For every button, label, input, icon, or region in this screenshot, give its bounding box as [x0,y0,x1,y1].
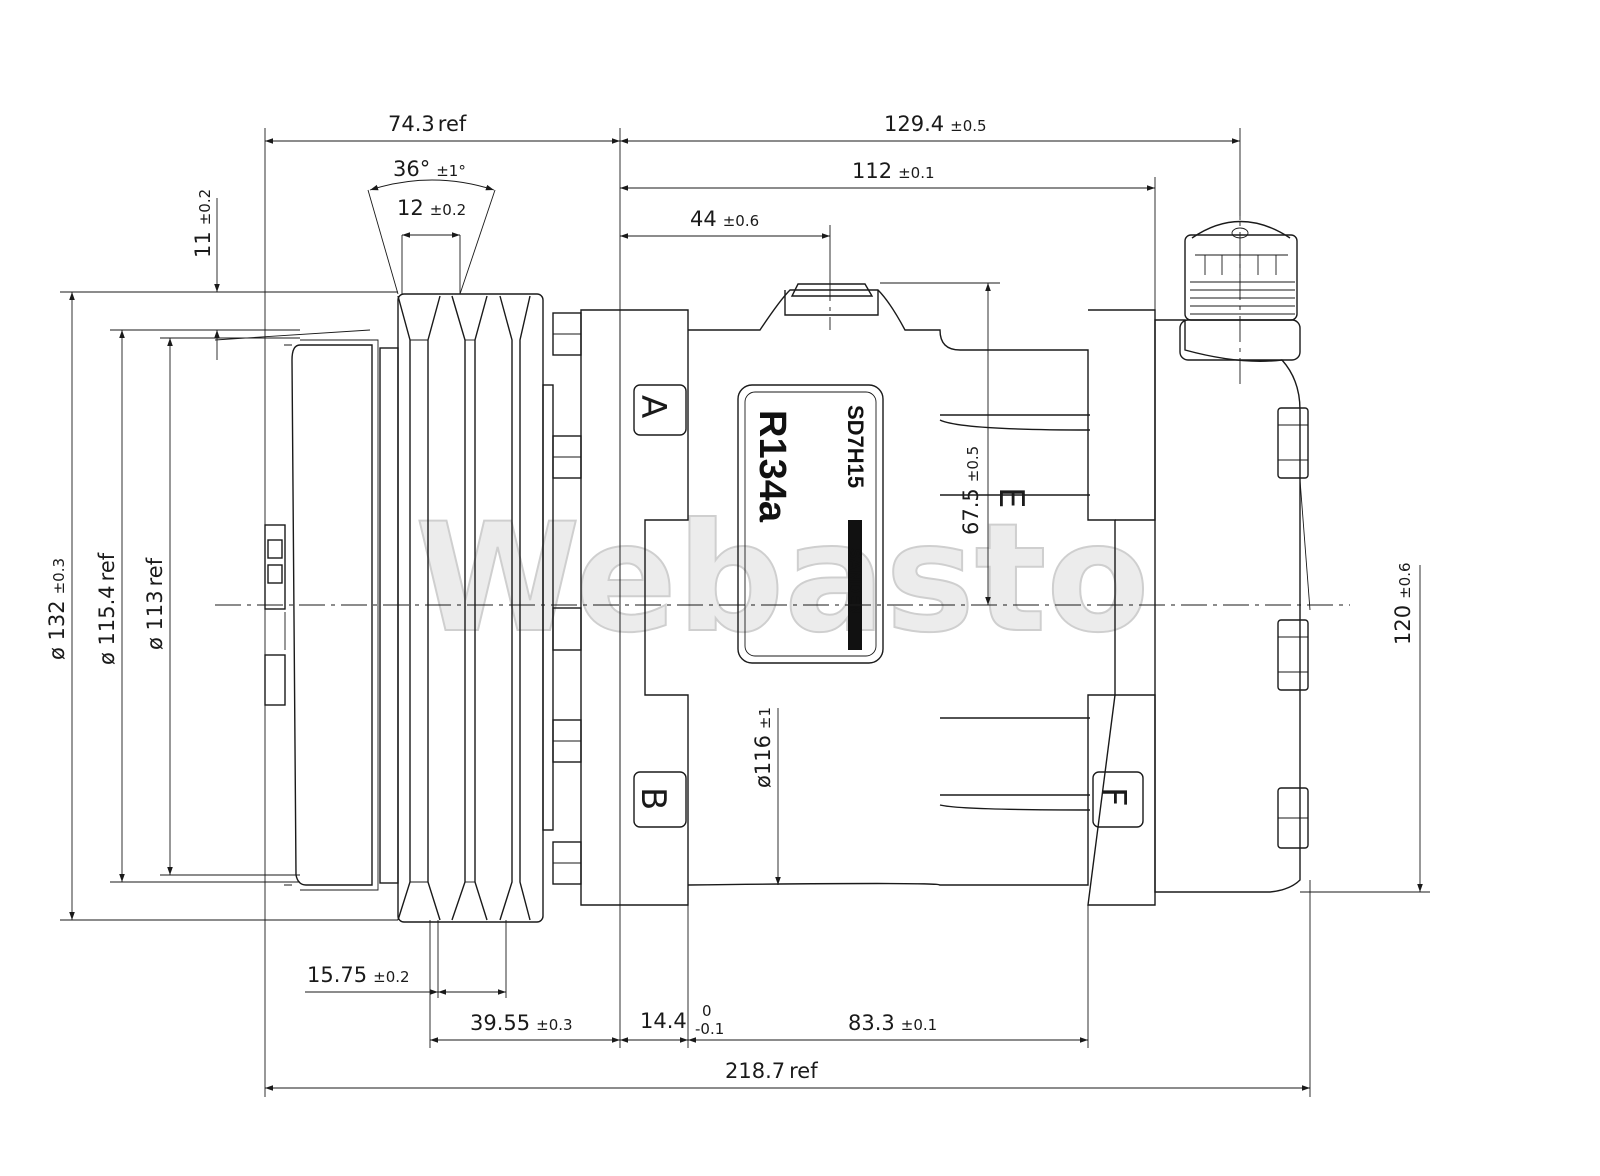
dim-83-3: 83.3±0.1 [848,1011,937,1035]
dim-dia-116: ø116±1 [751,707,775,788]
dim-dia-113-ref: ø 113ref [143,557,167,650]
dim-dia-115-4-ref: ø 115.4ref [95,552,119,665]
dim-44: 44±0.6 [690,207,759,231]
dim-14-4: 14.4 [640,1009,687,1033]
dim-11: 11±0.2 [191,189,215,258]
cylinder-block [687,283,1156,906]
clutch-pulley [264,293,554,923]
nameplate-model: SD7H15 [843,405,868,488]
dim-12: 12±0.2 [397,196,466,220]
rear-head [1154,220,1311,893]
nameplate-refrigerant: R134a [751,410,793,523]
dimension-lines [69,138,1423,1091]
dim-36-deg: 36°±1° [393,157,466,181]
dim-112: 112±0.1 [852,159,935,183]
dim-14-4-tol-upper: 0 [702,1002,712,1020]
dim-67-5: 67.5±0.5 [959,446,983,535]
dim-39-55: 39.55±0.3 [470,1011,573,1035]
dim-dia-132: ø 132±0.3 [45,558,69,660]
dim-129-4: 129.4±0.5 [884,112,987,136]
nameplate: SD7H15 R134a SANDEN [737,384,884,664]
extension-lines [60,128,1430,1097]
dim-15-75: 15.75±0.2 [307,963,410,987]
section-label-f: F [1093,787,1133,807]
dim-120: 120±0.6 [1391,562,1415,645]
nameplate-brand: SANDEN [846,548,863,616]
dim-14-4-tol-lower: -0.1 [695,1020,724,1038]
watermark-logo: Webasto [415,492,1149,666]
section-label-a: A [633,395,673,418]
section-label-e: E [991,487,1031,508]
section-label-b: B [633,787,673,810]
